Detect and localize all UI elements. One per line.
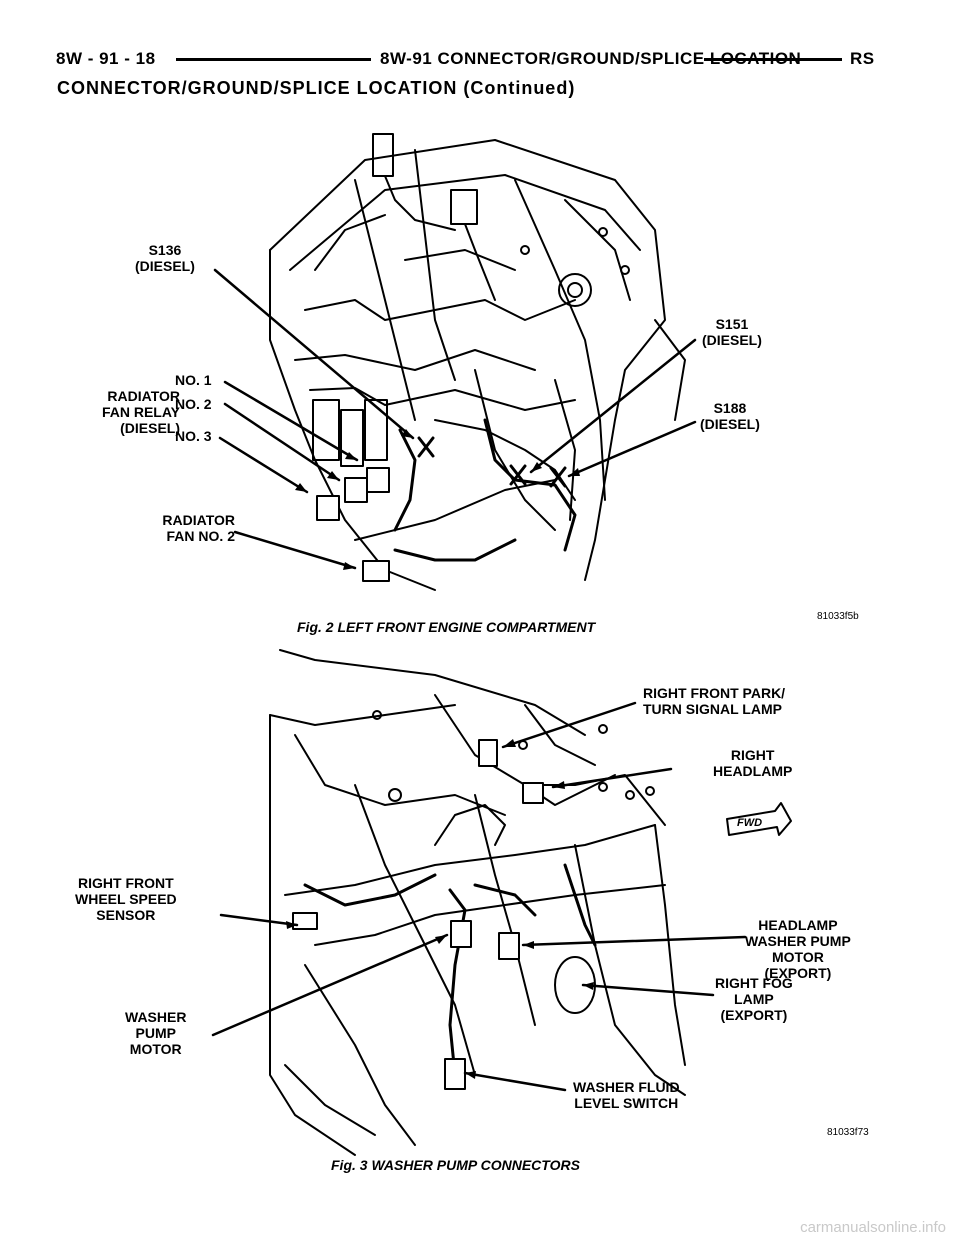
figure-2-caption: Fig. 2 LEFT FRONT ENGINE COMPARTMENT [297, 619, 596, 635]
page-number: 8W - 91 - 18 [56, 49, 156, 68]
label-s188: S188 (DIESEL) [700, 400, 760, 432]
page-header: 8W - 91 - 18 8W-91 CONNECTOR/GROUND/SPLI… [56, 44, 876, 74]
label-headlamp-washer-pump-motor: HEADLAMP WASHER PUMP MOTOR (EXPORT) [745, 917, 851, 981]
figure-3: RIGHT FRONT PARK/ TURN SIGNAL LAMP RIGHT… [55, 645, 915, 1185]
label-radiator-fan-relay: RADIATOR FAN RELAY (DIESEL) [101, 388, 180, 436]
label-right-headlamp: RIGHT HEADLAMP [713, 747, 793, 779]
label-washer-pump-motor: WASHER PUMP MOTOR [125, 1009, 187, 1057]
figure-3-code: 81033f73 [827, 1127, 869, 1138]
label-washer-fluid-level-switch: WASHER FLUID LEVEL SWITCH [573, 1079, 680, 1111]
figure-2-code: 81033f5b [817, 611, 859, 622]
fwd-arrow-label: FWD [737, 817, 763, 829]
label-s151: S151 (DIESEL) [702, 316, 762, 348]
section-title: 8W-91 CONNECTOR/GROUND/SPLICE LOCATION [380, 49, 802, 68]
figure-3-caption: Fig. 3 WASHER PUMP CONNECTORS [331, 1157, 580, 1173]
label-right-fog-lamp: RIGHT FOG LAMP (EXPORT) [715, 975, 793, 1023]
figure-2-drawing [213, 133, 697, 591]
header-rule-left [176, 58, 371, 61]
label-relay-no2: NO. 2 [175, 396, 212, 412]
header-rule-right [704, 58, 842, 61]
model-code: RS [850, 49, 875, 68]
label-s136: S136 (DIESEL) [135, 242, 195, 274]
label-relay-no1: NO. 1 [175, 372, 212, 388]
label-right-front-park-turn-signal-lamp: RIGHT FRONT PARK/ TURN SIGNAL LAMP [643, 685, 786, 717]
watermark: carmanualsonline.info [800, 1219, 946, 1236]
continued-heading: CONNECTOR/GROUND/SPLICE LOCATION (Contin… [57, 78, 576, 98]
figure-2: S136 (DIESEL) RADIATOR FAN RELAY (DIESEL… [55, 120, 915, 650]
label-relay-no3: NO. 3 [175, 428, 212, 444]
label-right-front-wheel-speed-sensor: RIGHT FRONT WHEEL SPEED SENSOR [75, 875, 177, 923]
figure-3-drawing [211, 649, 792, 1156]
label-radiator-fan-no2: RADIATOR FAN NO. 2 [162, 512, 235, 544]
